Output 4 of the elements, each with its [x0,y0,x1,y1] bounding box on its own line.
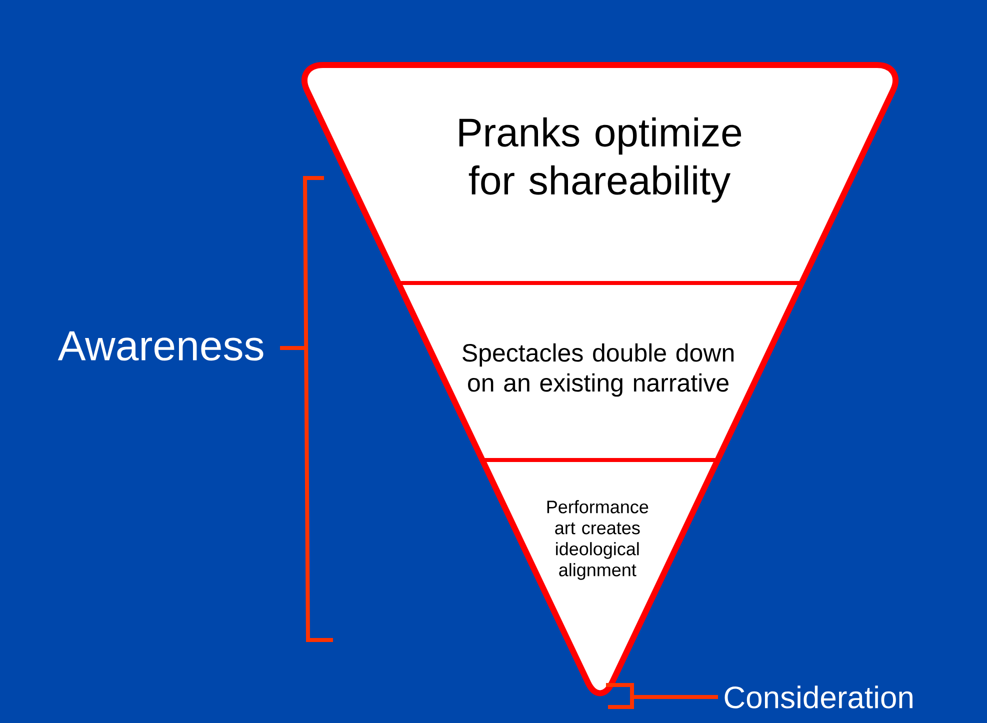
funnel-band: Spectacles double down on an existing narrative [357,283,840,460]
stage-label: Consideration [724,686,912,708]
funnel-band: Pranks optimize for shareability [304,65,896,283]
stage-label: Awareness [58,331,264,361]
